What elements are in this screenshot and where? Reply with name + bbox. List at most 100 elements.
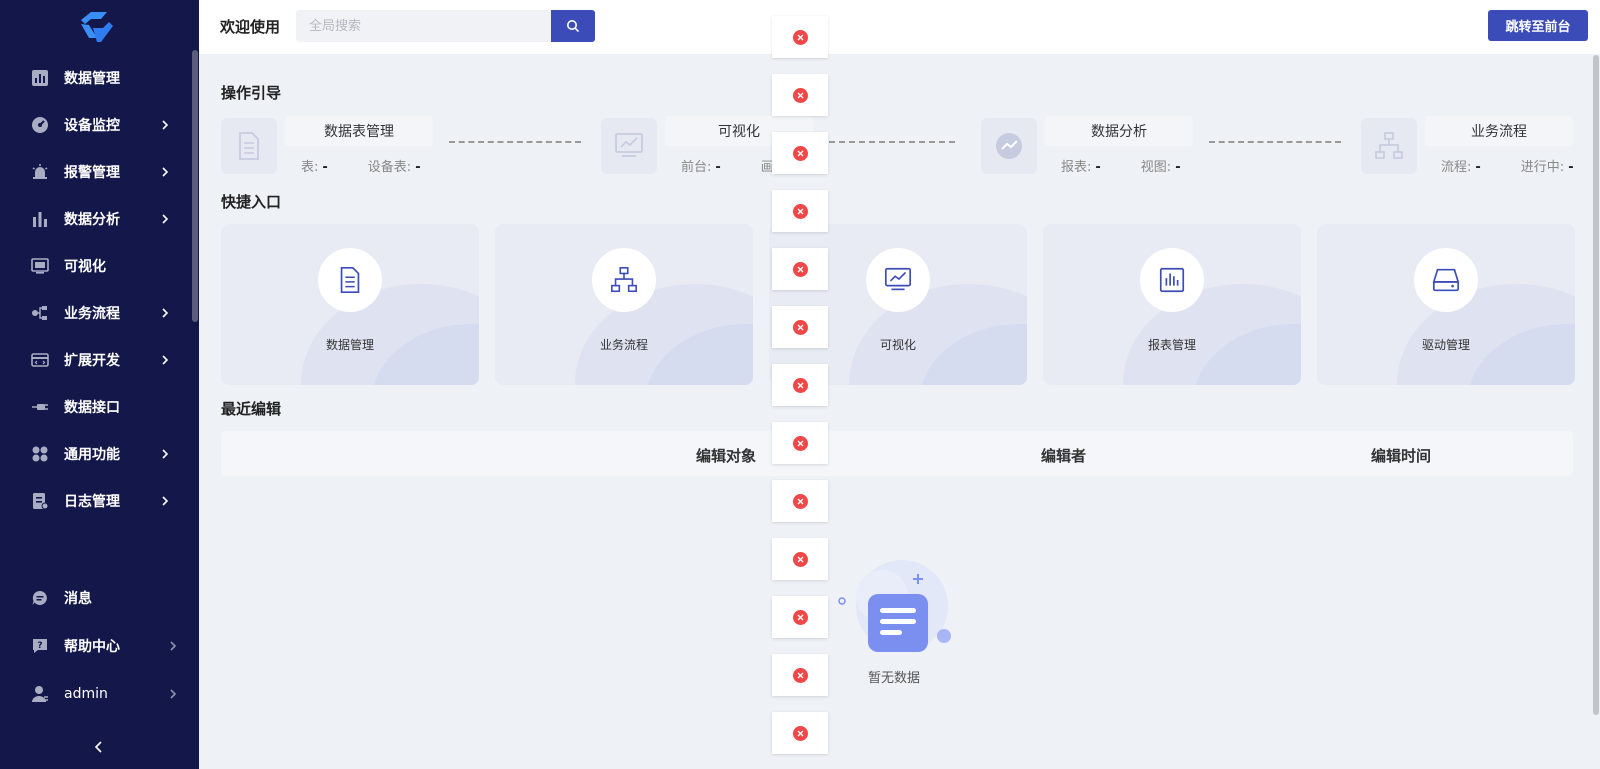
guide-title: 操作引导 [221, 84, 282, 102]
page-scrollbar[interactable] [1592, 55, 1600, 769]
sidebar-item-label: 日志管理 [64, 494, 120, 510]
sidebar-item-6[interactable]: 扩展开发 [0, 338, 190, 382]
recent-edits-title: 最近编辑 [221, 400, 282, 418]
guide-stat-label: 前台: [681, 160, 712, 175]
error-toast [772, 654, 828, 696]
error-toast [772, 480, 828, 522]
sidebar-item-8[interactable]: 通用功能 [0, 432, 190, 476]
chevron-right-icon [170, 641, 177, 651]
guide-stat-value: - [1568, 160, 1574, 175]
search-button[interactable] [551, 10, 595, 42]
sidebar-item-label: 可视化 [64, 259, 106, 275]
quick-entry-card[interactable]: 业务流程 [495, 224, 753, 385]
search-icon [567, 20, 580, 33]
user-icon [32, 686, 48, 702]
error-circle-icon [792, 29, 808, 45]
guide-stat-value: - [1475, 160, 1481, 175]
quick-entry-label: 数据管理 [325, 338, 374, 352]
chevron-right-icon [162, 308, 169, 318]
chevron-right-icon [162, 120, 169, 130]
sidebar-item-7[interactable]: 数据接口 [0, 385, 190, 429]
sidebar-item-5[interactable]: 业务流程 [0, 291, 190, 335]
guide-stat-label: 视图: [1140, 160, 1172, 175]
guide-step-1[interactable]: 可视化前台:-画 [601, 116, 821, 175]
document-icon [239, 132, 259, 160]
chevron-right-icon [162, 449, 169, 459]
quick-entry-card[interactable]: 数据管理 [221, 224, 479, 385]
sidebar-bottom-item-0[interactable]: 消息 [0, 576, 190, 620]
guide-step-2[interactable]: 数据分析报表:-视图:- [981, 116, 1201, 175]
quick-entry-icon-circle [1414, 248, 1478, 312]
sidebar-item-label: 通用功能 [64, 447, 120, 463]
guide-stat-value: - [415, 160, 421, 175]
column-editor: 编辑者 [1041, 447, 1087, 465]
error-circle-icon [792, 493, 808, 509]
error-circle-icon [792, 609, 808, 625]
top-header: 欢迎使用 跳转至前台 [199, 0, 1600, 54]
sidebar-item-label: 扩展开发 [64, 353, 120, 369]
guide-step-name: 数据分析 [1045, 116, 1193, 146]
sidebar-item-label: 数据接口 [64, 400, 120, 416]
org-chart-icon [611, 267, 637, 293]
sidebar-bottom-item-2[interactable]: admin [0, 672, 190, 716]
org-chart-icon [1375, 132, 1403, 159]
sidebar-item-label: 帮助中心 [64, 639, 120, 655]
error-circle-icon [792, 551, 808, 567]
error-toast [772, 306, 828, 348]
quick-entry-label: 报表管理 [1147, 338, 1196, 352]
jump-to-frontend-button[interactable]: 跳转至前台 [1488, 10, 1588, 41]
sidebar-item-3[interactable]: 数据分析 [0, 197, 190, 241]
error-toast [772, 132, 828, 174]
sidebar-item-label: 业务流程 [64, 306, 120, 322]
bar-chart-box-icon [32, 70, 48, 86]
collapse-sidebar-icon[interactable] [92, 740, 106, 754]
sidebar-item-0[interactable]: 数据管理 [0, 56, 190, 100]
flow-icon [32, 306, 47, 320]
code-card-icon [31, 353, 49, 367]
monitor-icon [31, 258, 49, 274]
drive-icon [1432, 268, 1460, 292]
sidebar-bottom-item-1[interactable]: ? 帮助中心 [0, 624, 190, 668]
bar-chart-icon [33, 212, 47, 227]
guide-stat-label: 表: [301, 160, 319, 175]
empty-data-icon [838, 560, 951, 652]
empty-data-text: 暂无数据 [868, 671, 921, 686]
guide-connector [829, 141, 955, 143]
gauge-icon [32, 117, 48, 133]
sidebar-item-label: 数据管理 [64, 71, 120, 87]
guide-stat-value: - [715, 160, 721, 175]
quick-entry-card[interactable]: 报表管理 [1043, 224, 1301, 385]
quick-entry-icon-circle [318, 248, 382, 312]
quick-entry-label: 业务流程 [599, 338, 648, 352]
chevron-right-icon [162, 214, 169, 224]
global-search-input[interactable] [296, 10, 551, 42]
error-circle-icon [792, 667, 808, 683]
guide-step-icon-box [221, 118, 277, 174]
guide-step-icon-box [981, 118, 1037, 174]
help-icon: ? [33, 639, 47, 653]
svg-text:?: ? [37, 641, 42, 651]
sidebar-item-2[interactable]: 报警管理 [0, 150, 190, 194]
error-toast [772, 596, 828, 638]
log-icon [33, 493, 49, 510]
quick-entry-card[interactable]: 驱动管理 [1317, 224, 1575, 385]
sidebar-item-label: 数据分析 [64, 212, 120, 228]
guide-stat-value: - [1095, 160, 1101, 175]
quick-entry-label: 驱动管理 [1421, 338, 1470, 352]
guide-stat-label: 画 [760, 160, 774, 175]
welcome-title: 欢迎使用 [220, 18, 281, 36]
sidebar-item-4[interactable]: 可视化 [0, 244, 190, 288]
guide-step-0[interactable]: 数据表管理表:-设备表:- [221, 116, 441, 175]
sidebar-item-1[interactable]: 设备监控 [0, 103, 190, 147]
error-toast [772, 364, 828, 406]
error-circle-icon [792, 87, 808, 103]
sidebar-item-9[interactable]: 日志管理 [0, 479, 190, 523]
error-circle-icon [792, 435, 808, 451]
apps-grid-icon [32, 446, 48, 462]
error-toast [772, 712, 828, 754]
chevron-right-icon [170, 689, 177, 699]
error-toast [772, 422, 828, 464]
guide-step-stats: 报表:-视图:- [1061, 156, 1221, 175]
guide-step-3[interactable]: 业务流程流程:-进行中:- [1361, 116, 1581, 175]
sidebar-scrollbar[interactable] [191, 50, 199, 525]
